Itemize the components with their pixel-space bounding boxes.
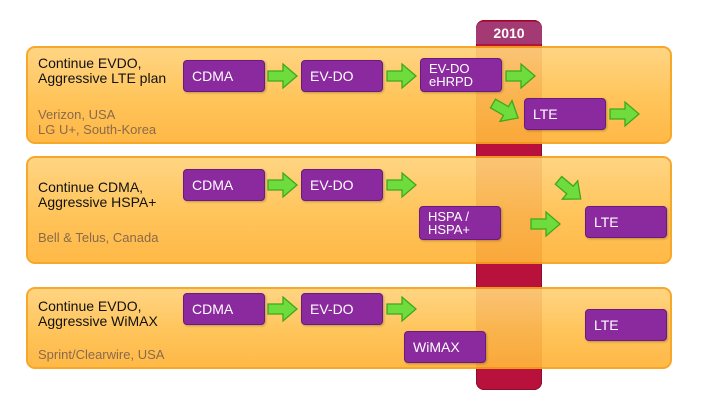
green-arrow-icon [505, 62, 536, 90]
green-arrow-icon [386, 62, 417, 90]
tech-box-evdo: EV-DO [301, 60, 383, 92]
operator-label: Verizon, USA LG U+, South-Korea [38, 107, 156, 137]
operator-label: Bell & Telus, Canada [38, 230, 158, 245]
green-arrow-icon [267, 295, 298, 323]
strategy-line: Aggressive HSPA+ [38, 194, 157, 210]
tech-box-lte: LTE [524, 98, 606, 130]
strategy-label: Continue EVDO, Aggressive WiMAX [38, 299, 158, 329]
strategy-line: Continue EVDO, [38, 55, 142, 71]
green-arrow-icon [267, 171, 298, 199]
tech-box-evdo: EV-DO [301, 169, 383, 201]
green-arrow-icon [386, 295, 417, 323]
tech-box-hspa: HSPA / HSPA+ [419, 206, 501, 240]
strategy-label: Continue CDMA, Aggressive HSPA+ [38, 180, 156, 210]
tech-box-evdo-ehrpd: EV-DO eHRPD [420, 58, 502, 92]
strategy-label: Continue EVDO, Aggressive LTE plan [38, 56, 166, 86]
operator-line: Verizon, USA [38, 107, 116, 122]
strategy-line: Aggressive LTE plan [38, 70, 167, 86]
green-arrow-icon [609, 100, 640, 128]
operator-line: Sprint/Clearwire, USA [38, 347, 165, 362]
tech-box-cdma: CDMA [183, 293, 265, 325]
tech-box-lte: LTE [585, 309, 667, 341]
tech-box-cdma: CDMA [183, 60, 265, 92]
year-label: 2010 [476, 22, 542, 44]
green-arrow-icon [386, 171, 417, 199]
operator-line: Bell & Telus, Canada [38, 230, 159, 245]
tech-box-evdo: EV-DO [301, 293, 383, 325]
operator-line: LG U+, South-Korea [38, 122, 157, 137]
operator-label: Sprint/Clearwire, USA [38, 347, 164, 362]
tech-box-wimax: WiMAX [404, 331, 486, 363]
strategy-line: Continue EVDO, [38, 298, 142, 314]
green-arrow-icon [554, 175, 582, 200]
green-arrow-icon [267, 62, 298, 90]
strategy-line: Aggressive WiMAX [38, 313, 158, 329]
green-arrow-icon [489, 98, 519, 123]
strategy-line: Continue CDMA, [38, 179, 144, 195]
green-arrow-icon [530, 210, 561, 238]
tech-box-lte: LTE [585, 206, 667, 238]
tech-box-cdma: CDMA [183, 169, 265, 201]
